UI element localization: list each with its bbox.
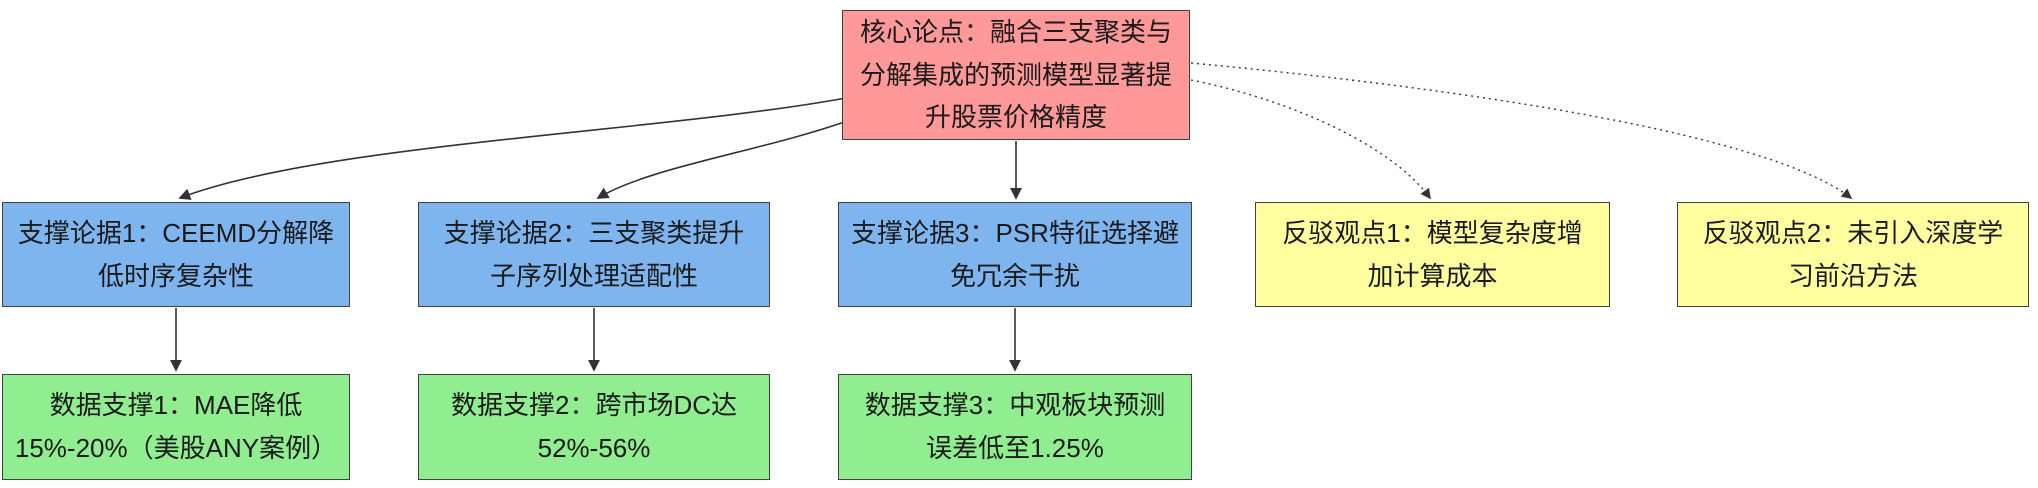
edge-core-to-rebuttal-1 <box>1190 79 1431 200</box>
node-evidence-2: 数据支撑2：跨市场DC达 52%-56% <box>418 374 770 480</box>
node-core-claim: 核心论点：融合三支聚类与 分解集成的预测模型显著提 升股票价格精度 <box>842 10 1190 140</box>
node-support-2: 支撑论据2：三支聚类提升 子序列处理适配性 <box>418 202 770 307</box>
node-evidence-1: 数据支撑1：MAE降低 15%-20%（美股ANY案例） <box>2 374 350 480</box>
node-evidence-3: 数据支撑3：中观板块预测 误差低至1.25% <box>838 374 1192 480</box>
edge-core-to-support-1 <box>178 97 847 200</box>
node-rebuttal-2: 反驳观点2：未引入深度学 习前沿方法 <box>1677 202 2029 307</box>
node-rebuttal-1: 反驳观点1：模型复杂度增 加计算成本 <box>1255 202 1610 307</box>
edge-core-to-support-2 <box>596 119 851 199</box>
node-support-1: 支撑论据1：CEEMD分解降 低时序复杂性 <box>2 202 350 307</box>
node-support-3: 支撑论据3：PSR特征选择避 免冗余干扰 <box>838 202 1192 307</box>
edge-core-to-rebuttal-2 <box>1190 62 1853 199</box>
